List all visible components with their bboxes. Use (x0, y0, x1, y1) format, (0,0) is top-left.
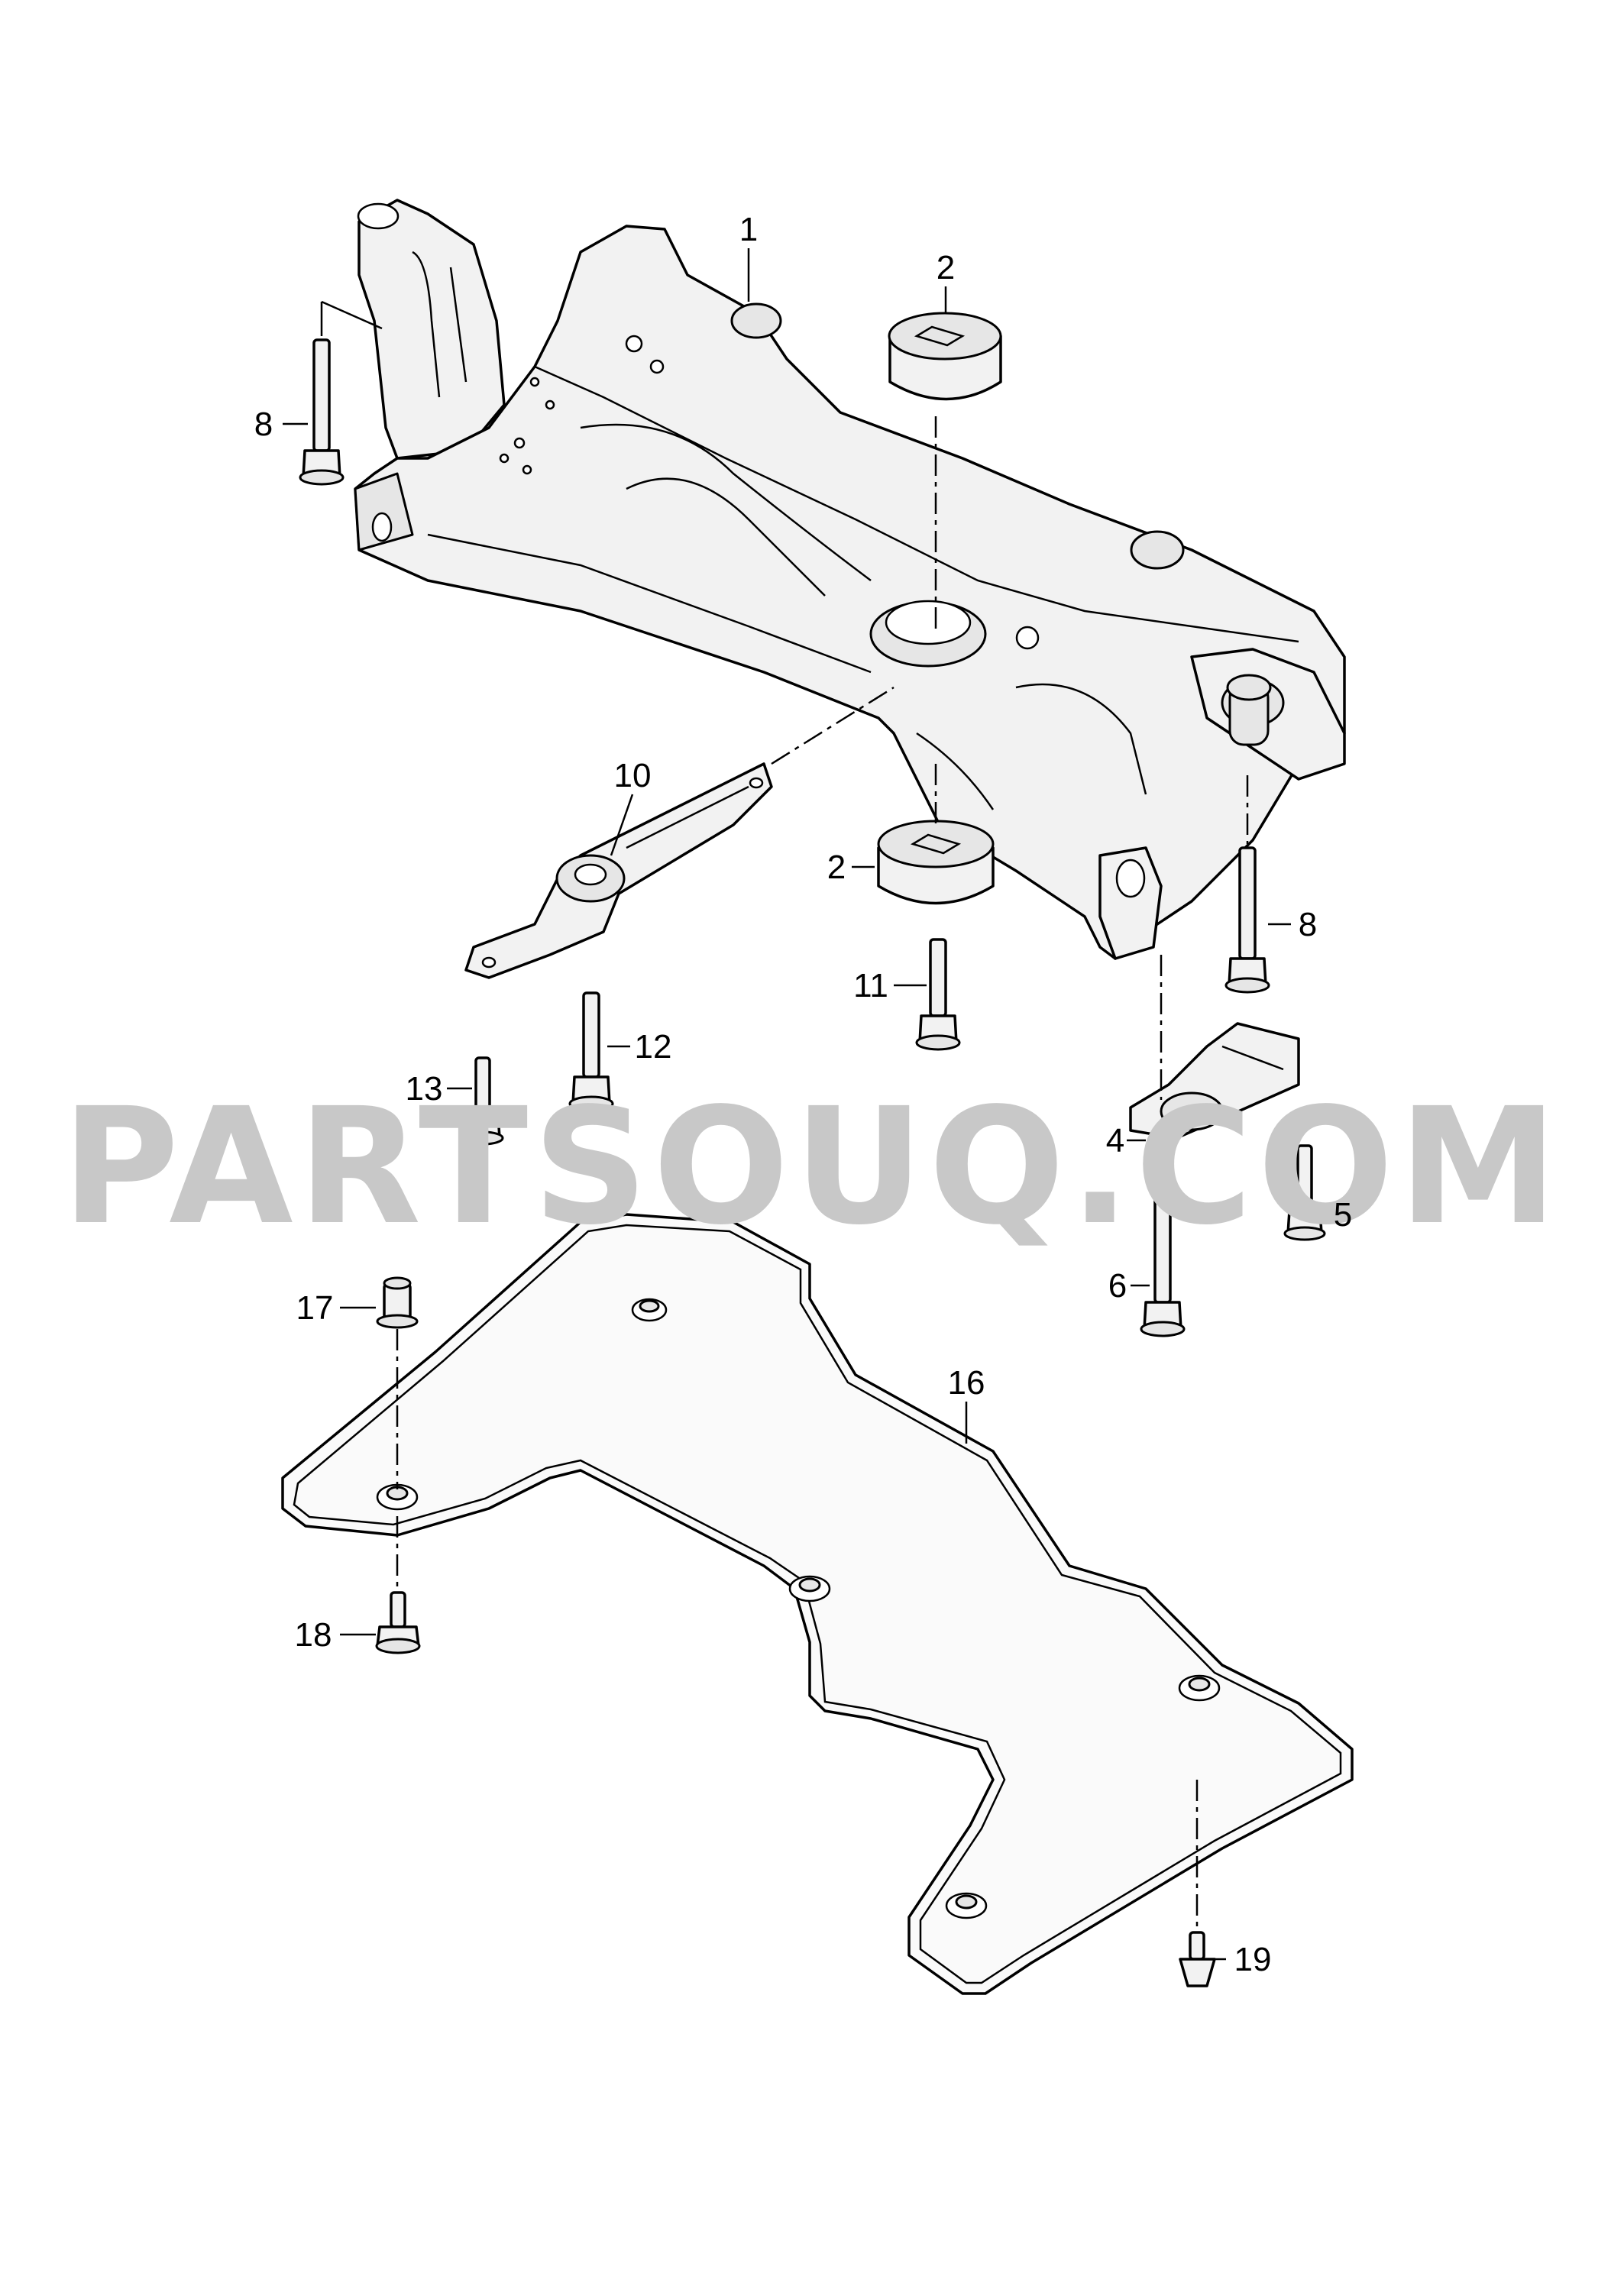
bolt-13 (461, 1056, 504, 1146)
callout-13: 13 (406, 1070, 443, 1108)
bolt-6 (1140, 1194, 1186, 1337)
torque-rod (464, 762, 773, 979)
callout-4: 4 (1106, 1122, 1124, 1159)
callout-6: 6 (1108, 1267, 1127, 1305)
bolt-11 (915, 938, 961, 1051)
mount-bushing-upper (888, 312, 1002, 401)
callout-8-right: 8 (1299, 906, 1317, 943)
underbody-cover (281, 1213, 1354, 1995)
callout-10: 10 (614, 757, 652, 794)
callout-12: 12 (635, 1028, 672, 1066)
watermark: PARTSOUQ.COM (62, 1073, 1563, 1260)
pendulum-bracket (1129, 1022, 1300, 1140)
mount-bushing-lower (877, 820, 995, 905)
callout-2-upper: 2 (937, 249, 955, 286)
screw-18 (375, 1591, 421, 1654)
bolt-5 (1283, 1144, 1326, 1241)
rivet-nut-17 (376, 1276, 419, 1329)
callout-1: 1 (739, 211, 758, 248)
callout-8-left: 8 (254, 406, 273, 443)
clip-19 (1179, 1931, 1216, 1987)
subframe (354, 199, 1346, 960)
callout-5: 5 (1334, 1196, 1352, 1234)
bolt-12 (568, 991, 614, 1112)
callout-17: 17 (296, 1289, 334, 1327)
callout-19: 19 (1234, 1941, 1272, 1978)
callout-numbers: 1 2 2 4 5 6 8 8 10 11 12 13 16 17 18 19 (254, 211, 1352, 1978)
bolt-8-left (299, 338, 345, 486)
leader-lines (283, 248, 1329, 1961)
callout-2-lower: 2 (827, 849, 846, 886)
callout-11: 11 (853, 967, 888, 1004)
bolt-8-right (1224, 846, 1270, 994)
callout-18: 18 (295, 1616, 332, 1654)
callout-16: 16 (948, 1364, 985, 1402)
